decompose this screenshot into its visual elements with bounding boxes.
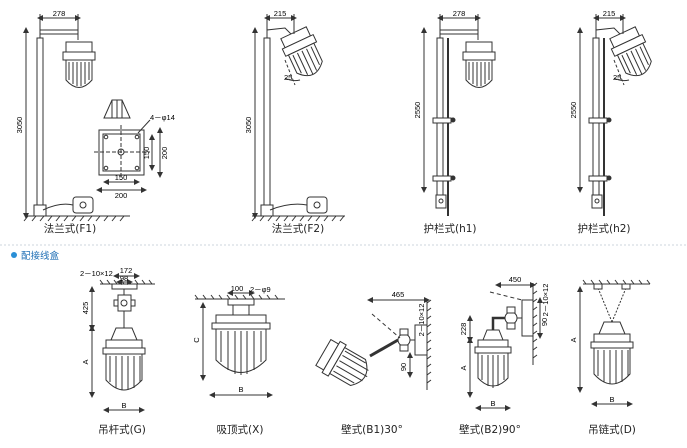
f2-caption: 法兰式(F2) (272, 222, 324, 235)
g-inner-dim: 98 (120, 274, 128, 283)
h1-height-dim: 2550 (413, 102, 422, 119)
g-top-dim: 172 (120, 266, 133, 275)
h1-caption: 护栏式(h1) (423, 222, 476, 235)
f2-height-dim: 3050 (244, 117, 253, 134)
f1-arm-dim: 278 (53, 9, 66, 18)
flange-inner-height: 150 (142, 147, 151, 160)
section-title: 配接线盒 (21, 250, 60, 262)
flange-inner-width: 150 (115, 173, 128, 182)
x-hole-label: 2－φ9 (250, 285, 271, 294)
g-caption: 吊杆式(G) (98, 423, 146, 436)
g-dim-a: A (81, 359, 90, 364)
g-dim-b: B (121, 401, 126, 410)
f1-height-dim: 3050 (15, 117, 24, 134)
d-dim-b: B (609, 395, 614, 404)
d-dim-a: A (569, 337, 578, 342)
h2-arm-dim: 215 (603, 9, 616, 18)
d-caption: 吊链式(D) (588, 423, 636, 436)
figure-h1 (421, 14, 496, 216)
figure-x (194, 290, 285, 398)
flange-holes-label: 4－φ14 (150, 113, 175, 122)
b2-hole-label: 2－10×12 (541, 284, 550, 317)
b2-side-dim: 90 (540, 318, 549, 326)
f2-arm-dim: 215 (274, 9, 287, 18)
figure-b2 (467, 282, 543, 411)
b2-caption: 壁式(B2)90° (459, 423, 521, 436)
b2-dim-b: B (490, 399, 495, 408)
x-dim-c: C (192, 337, 201, 343)
b2-height-dim: 228 (459, 323, 468, 336)
b1-hole-label: 2－10×12 (417, 304, 426, 337)
figure-f1 (23, 14, 130, 222)
h2-caption: 护栏式(h2) (577, 222, 630, 235)
x-dim-b: B (238, 385, 243, 394)
figure-d (577, 279, 651, 407)
h2-angle: 25 (613, 73, 621, 82)
flange-outer-width: 200 (115, 191, 128, 200)
h2-height-dim: 2550 (569, 102, 578, 119)
b2-dim-a: A (459, 365, 468, 370)
figure-f2 (251, 14, 345, 222)
flange-detail (94, 99, 163, 193)
section-bullet (11, 252, 17, 258)
x-top-dim: 100 (231, 284, 244, 293)
f2-angle: 25 (284, 73, 292, 82)
h1-arm-dim: 278 (453, 9, 466, 18)
g-height-dim: 425 (81, 302, 90, 315)
b2-top-dim: 450 (509, 275, 522, 284)
b1-top-dim: 465 (392, 290, 405, 299)
x-caption: 吸顶式(X) (217, 423, 264, 436)
figure-h2 (577, 14, 652, 216)
f1-caption: 法兰式(F1) (44, 222, 96, 235)
flange-outer-height: 200 (160, 147, 169, 160)
g-hole-label: 2－10×12 (80, 269, 113, 278)
b1-side-dim: 90 (399, 363, 408, 371)
figure-b1 (315, 297, 432, 390)
b1-caption: 壁式(B1)30° (341, 423, 403, 436)
figure-g (89, 273, 155, 413)
